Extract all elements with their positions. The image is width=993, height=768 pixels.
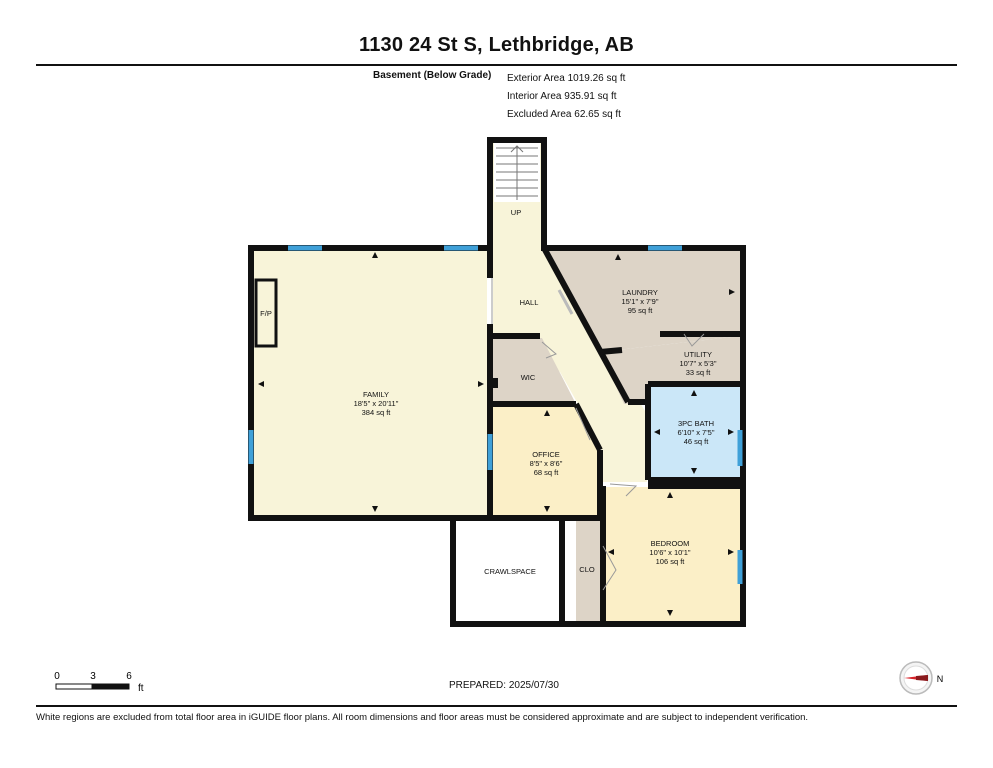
scale-tick-3: 3 xyxy=(90,671,96,682)
label-office-name: OFFICE xyxy=(532,450,560,459)
label-bedroom-name: BEDROOM xyxy=(651,539,690,548)
exterior-area: Exterior Area 1019.26 sq ft xyxy=(507,73,626,84)
footer-divider xyxy=(36,705,957,707)
label-bath-area: 46 sq ft xyxy=(684,437,710,446)
wall-stub xyxy=(492,378,498,388)
label-family-area: 384 sq ft xyxy=(362,408,392,417)
measure-markers xyxy=(258,252,735,616)
label-office-dims: 8'5" x 8'6" xyxy=(530,459,563,468)
compass-icon: N xyxy=(899,661,944,695)
label-laundry-dims: 15'1" x 7'9" xyxy=(622,297,659,306)
scale-bar: 0 3 6 ft xyxy=(54,671,144,694)
interior-area: Interior Area 935.91 sq ft xyxy=(507,91,617,102)
label-utility-area: 33 sq ft xyxy=(686,368,712,377)
room-bedroom xyxy=(603,487,740,621)
label-family-dims: 18'5" x 20'11" xyxy=(354,399,399,408)
label-crawlspace: CRAWLSPACE xyxy=(484,567,536,576)
label-up: UP xyxy=(511,208,521,217)
label-laundry-name: LAUNDRY xyxy=(622,288,658,297)
room-laundry xyxy=(542,248,740,352)
scale-tick-6: 6 xyxy=(126,671,132,682)
label-family-name: FAMILY xyxy=(363,390,389,399)
label-laundry-area: 95 sq ft xyxy=(628,306,654,315)
label-bath-name: 3PC BATH xyxy=(678,419,714,428)
room-crawlspace xyxy=(456,520,560,621)
label-clo: CLO xyxy=(579,565,595,574)
label-wic: WIC xyxy=(521,373,536,382)
label-utility-name: UTILITY xyxy=(684,350,712,359)
label-bedroom-dims: 10'6" x 10'1" xyxy=(649,548,690,557)
excluded-area: Excluded Area 62.65 sq ft xyxy=(507,109,621,120)
label-fp: F/P xyxy=(260,309,272,318)
room-family xyxy=(254,248,490,515)
scale-tick-0: 0 xyxy=(54,671,60,682)
prepared-date: PREPARED: 2025/07/30 xyxy=(449,680,559,691)
compass-label: N xyxy=(937,674,944,684)
label-hall: HALL xyxy=(520,298,539,307)
label-bath-dims: 6'10" x 7'5" xyxy=(678,428,715,437)
room-bath xyxy=(648,384,740,478)
area-summary: Exterior Area 1019.26 sq ft Interior Are… xyxy=(507,70,625,124)
stair-treads xyxy=(496,145,538,200)
windows xyxy=(248,245,743,584)
room-office xyxy=(492,404,600,515)
header-divider xyxy=(36,64,957,66)
door-swings xyxy=(487,278,705,591)
disclaimer: White regions are excluded from total fl… xyxy=(36,712,809,723)
room-wic xyxy=(492,338,576,404)
label-bedroom-area: 106 sq ft xyxy=(656,557,686,566)
room-utility xyxy=(600,336,740,404)
level-label: Basement (Below Grade) xyxy=(373,70,492,81)
fireplace xyxy=(254,278,278,348)
scale-unit: ft xyxy=(138,683,144,694)
room-clo xyxy=(576,520,600,621)
page-title: 1130 24 St S, Lethbridge, AB xyxy=(359,34,634,56)
label-utility-dims: 10'7" x 5'3" xyxy=(680,359,717,368)
label-office-area: 68 sq ft xyxy=(534,468,560,477)
